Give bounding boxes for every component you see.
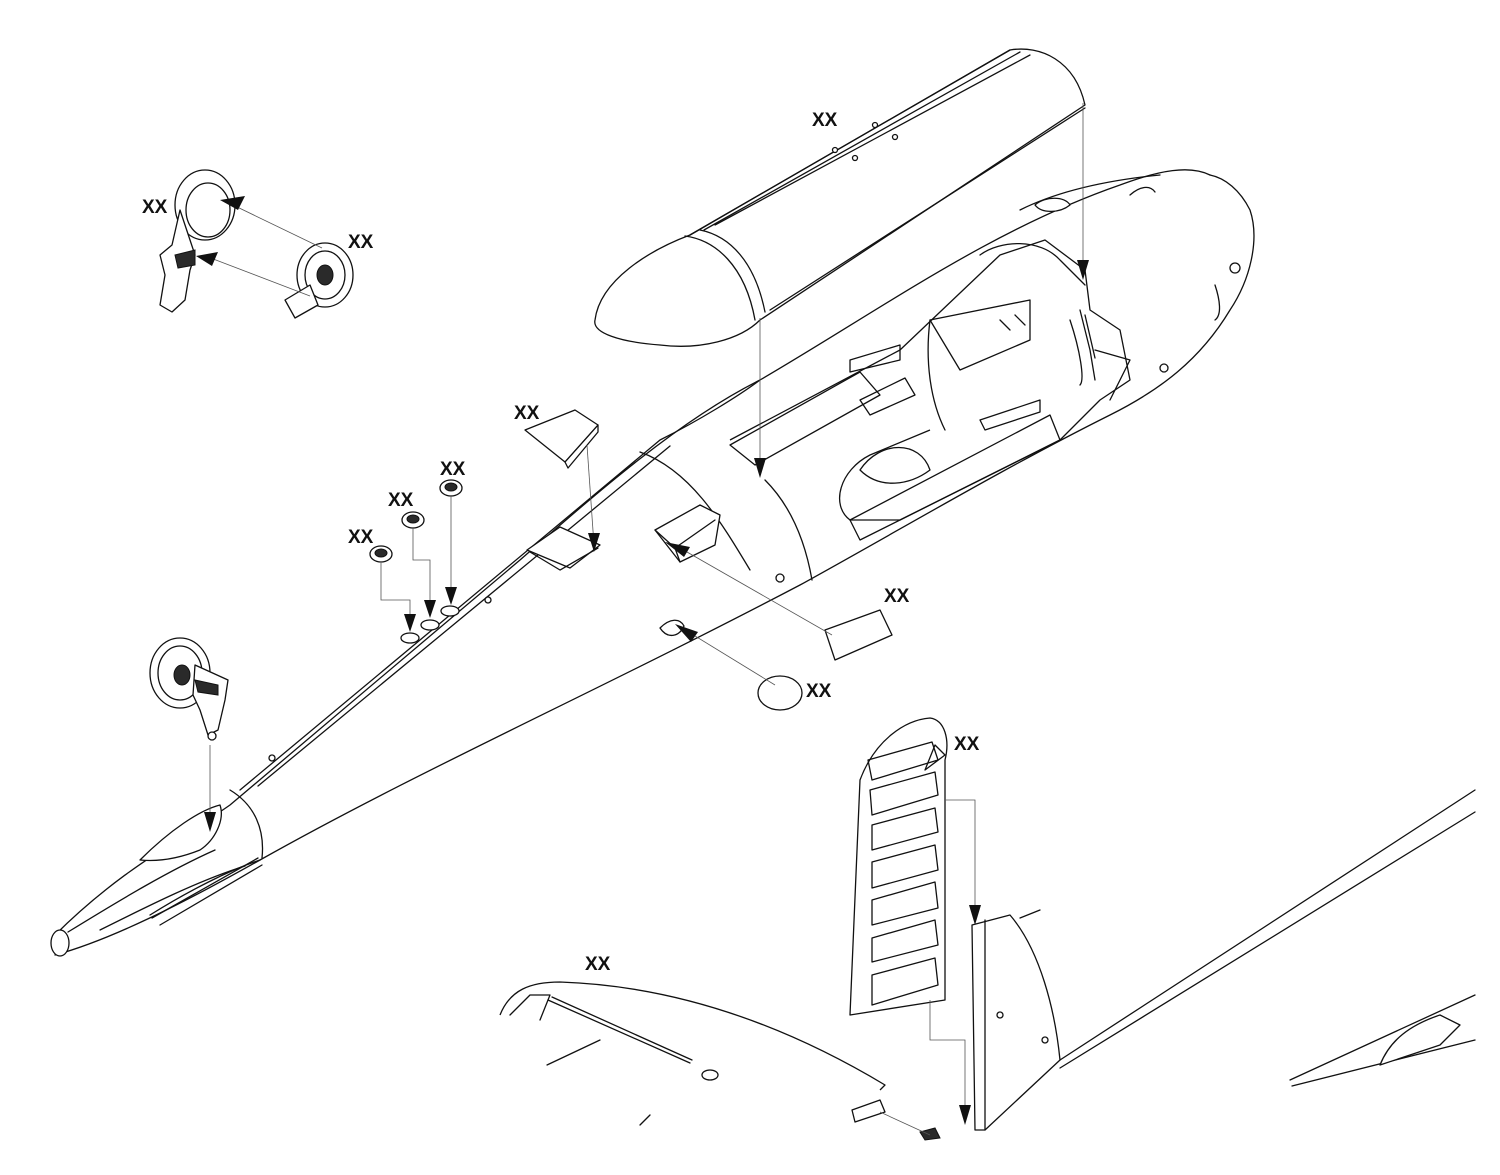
landing-gear-wheel xyxy=(284,242,354,319)
landing-gear-fork xyxy=(159,169,236,313)
callout-round-cover: XX xyxy=(806,681,832,702)
arrow-heads xyxy=(196,196,1089,1125)
callout-rudder: XX xyxy=(954,734,980,755)
nose-gear xyxy=(149,637,229,741)
callout-washer-3: XX xyxy=(348,527,374,548)
fin xyxy=(971,909,1061,1131)
callout-washer-2: XX xyxy=(388,490,414,511)
fuselage xyxy=(50,169,1255,957)
callout-gear-fork: XX xyxy=(142,197,168,218)
wing xyxy=(499,981,941,1141)
round-cover xyxy=(757,675,803,711)
callout-wing: XX xyxy=(585,954,611,975)
seat-panel xyxy=(824,609,893,661)
tail-boom xyxy=(1059,789,1476,1069)
callout-washer-1: XX xyxy=(440,459,466,480)
aileron-fragment xyxy=(1289,994,1476,1087)
seat-box xyxy=(654,504,721,563)
washer-1 xyxy=(439,479,463,497)
washer-2 xyxy=(401,511,425,529)
callout-seat-panel: XX xyxy=(884,586,910,607)
canopy xyxy=(594,48,1086,347)
callout-canopy: XX xyxy=(812,110,838,131)
upper-hatch xyxy=(524,409,599,469)
callout-gear-wheel: XX xyxy=(348,232,374,253)
callout-labels: XX XX XX XX XX XX XX XX XX XX XX xyxy=(142,110,980,975)
washer-3 xyxy=(369,545,393,563)
callout-upper-hatch: XX xyxy=(514,403,540,424)
rudder xyxy=(849,717,948,1016)
